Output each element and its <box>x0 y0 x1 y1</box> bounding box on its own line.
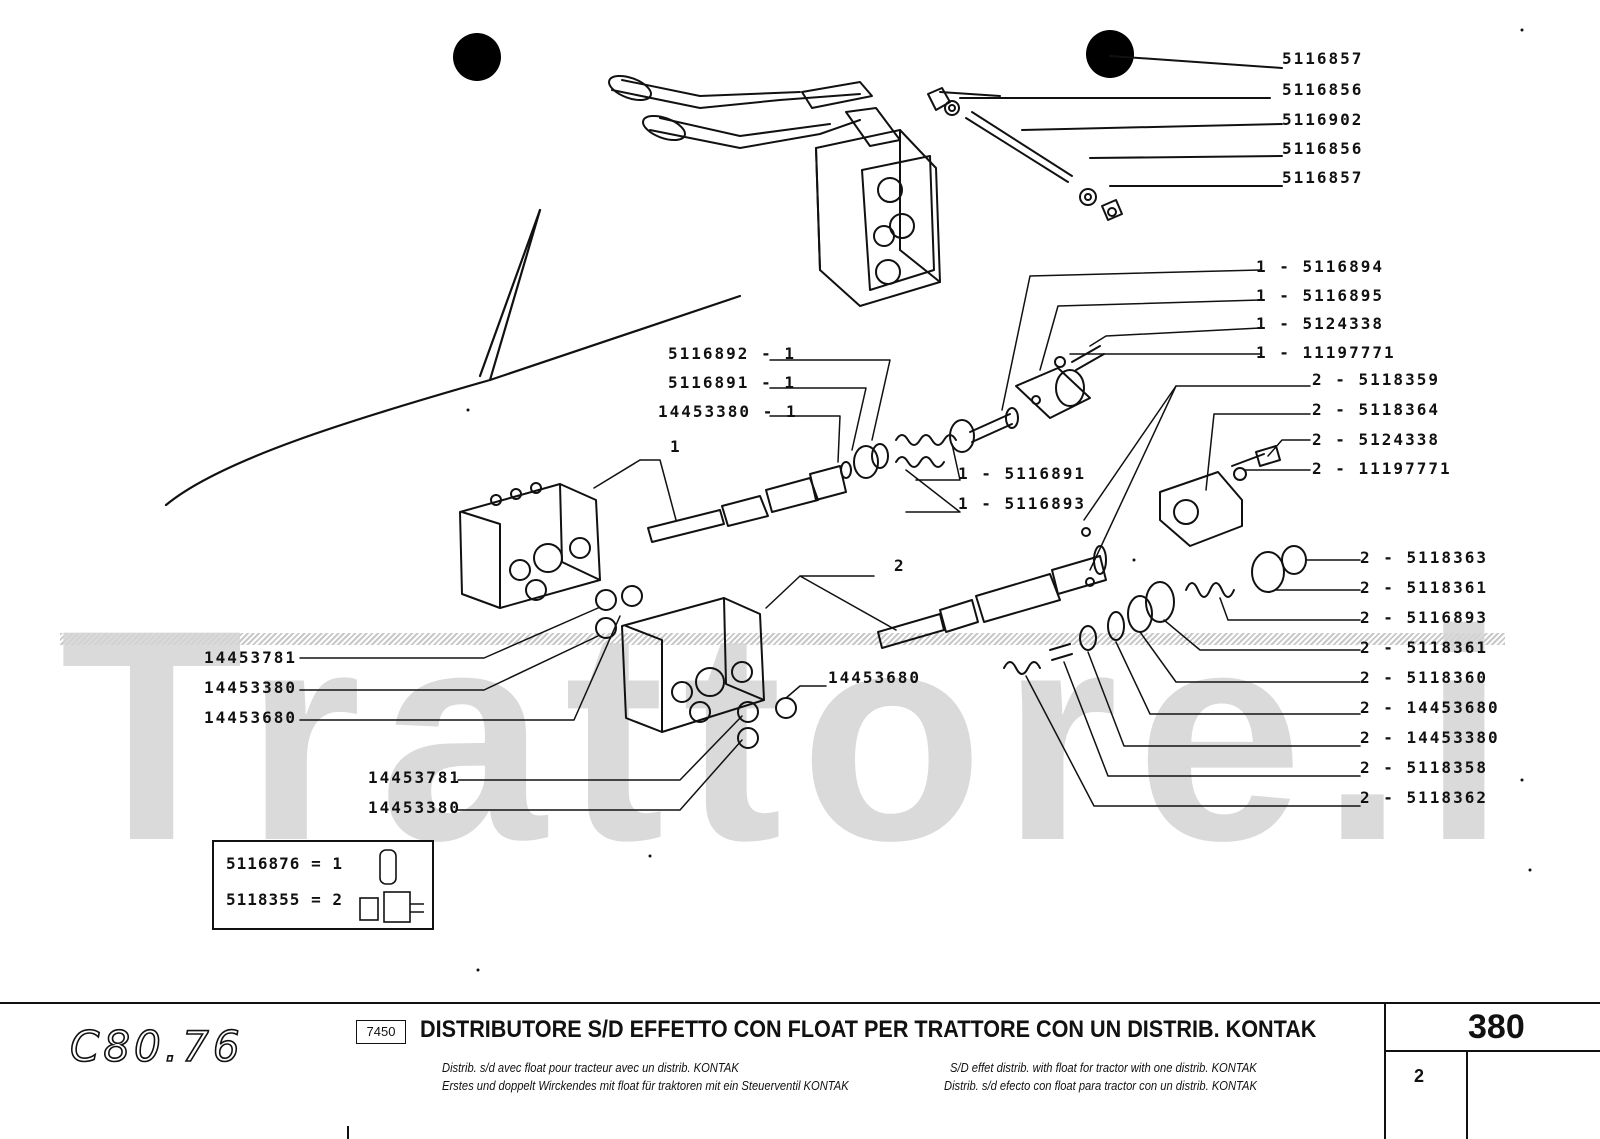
part-label: 5116856 <box>1282 80 1364 99</box>
subtitle-fr: Distrib. s/d avec float pour tracteur av… <box>442 1060 739 1075</box>
valve-block-1 <box>459 482 643 639</box>
part-label: 2 <box>894 556 906 575</box>
footer-divider <box>347 1126 349 1139</box>
part-label: 14453680 <box>828 668 922 687</box>
model-logo: C80.76 <box>69 1021 244 1072</box>
part-label: 2 - 5118360 <box>1360 668 1488 687</box>
part-label: 2 - 5116893 <box>1360 608 1488 627</box>
part-label: 2 - 14453380 <box>1360 728 1500 747</box>
spool-1 <box>647 345 1105 543</box>
kit-row: 5118355 = 2 <box>226 890 343 909</box>
page-number: 380 <box>1468 1008 1525 1046</box>
part-label: 2 - 5118361 <box>1360 638 1488 657</box>
part-label: 2 - 5118363 <box>1360 548 1488 567</box>
specks <box>466 28 1532 972</box>
valve-assembly-top <box>608 74 941 307</box>
part-label: 1 <box>670 437 682 456</box>
watermark-text: Trattore.it <box>60 600 1520 870</box>
part-label: 1 - 5124338 <box>1256 314 1384 333</box>
dot-marker-right <box>1086 30 1134 78</box>
part-label: 5116856 <box>1282 139 1364 158</box>
part-label: 5116902 <box>1282 110 1364 129</box>
part-label: 5116857 <box>1282 49 1364 68</box>
part-label: 1 - 5116895 <box>1256 286 1384 305</box>
group-code: 7450 <box>356 1020 406 1044</box>
kit-box: 5116876 = 1 5118355 = 2 <box>212 840 434 930</box>
part-label: 1 - 5116893 <box>958 494 1086 513</box>
part-label: 2 - 5118358 <box>1360 758 1488 777</box>
part-label: 2 - 5118359 <box>1312 370 1440 389</box>
subtitle-en: S/D effet distrib. with float for tracto… <box>950 1060 1257 1075</box>
part-label: 2 - 5118362 <box>1360 788 1488 807</box>
footer-divider <box>1466 1050 1468 1139</box>
sub-page-number: 2 <box>1414 1066 1425 1086</box>
footer-divider <box>1384 1050 1600 1052</box>
footer-divider <box>1384 1002 1386 1139</box>
part-label: 14453781 <box>204 648 298 667</box>
part-label: 2 - 5118361 <box>1360 578 1488 597</box>
kit-row: 5116876 = 1 <box>226 854 343 873</box>
bolt-group-top <box>927 55 1283 221</box>
part-label: 14453380 <box>368 798 462 817</box>
kit-icon <box>359 849 424 923</box>
background-outline <box>164 208 742 507</box>
part-label: 5116891 - 1 <box>668 373 796 392</box>
subtitle-de: Erstes und doppelt Wirckendes mit float … <box>442 1078 849 1093</box>
part-label: 2 - 5118364 <box>1312 400 1440 419</box>
part-label: 5116892 - 1 <box>668 344 796 363</box>
footer-divider <box>0 1002 1600 1004</box>
leader-lines <box>299 269 1361 811</box>
spool-2 <box>877 527 1107 649</box>
float-parts <box>1003 445 1307 675</box>
page-title: DISTRIBUTORE S/D EFFETTO CON FLOAT PER T… <box>420 1016 1317 1043</box>
part-label: 14453380 <box>204 678 298 697</box>
dot-marker-left <box>453 33 501 81</box>
part-label: 14453380 - 1 <box>658 402 798 421</box>
subtitle-es: Distrib. s/d efecto con float para tract… <box>944 1078 1257 1093</box>
part-label: 5116857 <box>1282 168 1364 187</box>
part-label: 14453781 <box>368 768 462 787</box>
part-label: 2 - 11197771 <box>1312 459 1452 478</box>
valve-block-2 <box>621 597 797 749</box>
part-label: 1 - 5116894 <box>1256 257 1384 276</box>
part-label: 1 - 11197771 <box>1256 343 1396 362</box>
part-label: 2 - 5124338 <box>1312 430 1440 449</box>
part-label: 2 - 14453680 <box>1360 698 1500 717</box>
part-label: 14453680 <box>204 708 298 727</box>
part-label: 1 - 5116891 <box>958 464 1086 483</box>
